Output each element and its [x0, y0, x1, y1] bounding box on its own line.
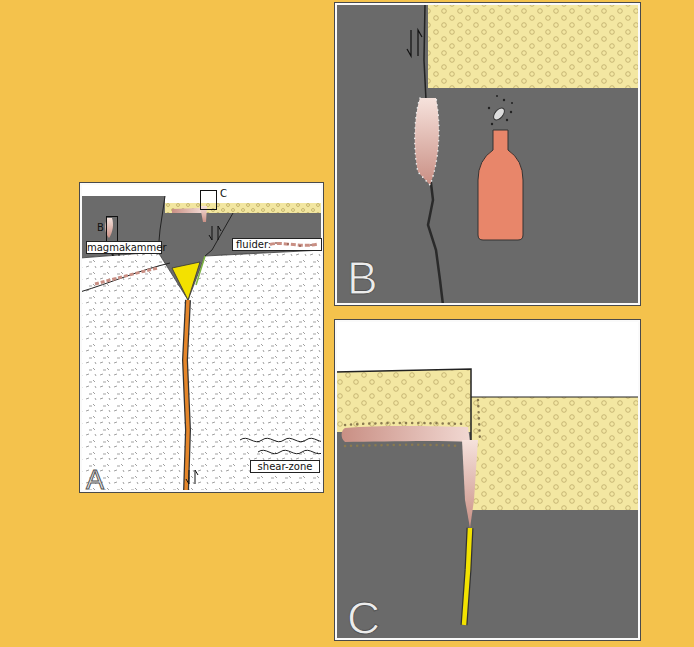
figure-panel: C	[335, 320, 640, 640]
panel-letter: C	[347, 595, 380, 641]
fluid-sill	[342, 426, 470, 442]
sediment-layer	[165, 203, 323, 213]
fault-arrows	[110, 226, 221, 484]
fluid-sample	[270, 243, 318, 245]
fluid-dots	[345, 400, 480, 446]
surface-line	[471, 397, 640, 398]
dike-outline	[185, 300, 188, 492]
legend-label: fluider:	[236, 239, 271, 250]
zoom-letter: B	[97, 223, 104, 233]
panel-a-art	[80, 183, 323, 492]
sandstone-texture	[335, 369, 471, 432]
label-box: magmakammer	[86, 241, 162, 254]
rock	[335, 320, 640, 640]
sky	[80, 183, 323, 492]
bottle	[478, 130, 523, 240]
fluid-sill	[172, 208, 202, 213]
dike	[464, 528, 470, 625]
legend-box: fluider:	[232, 238, 322, 251]
panel-c-art	[335, 320, 640, 640]
figure-panel: B	[335, 3, 640, 305]
dike-outline	[464, 528, 470, 625]
fault-line	[424, 3, 426, 100]
zoom-frame: C	[200, 190, 217, 210]
label-box: shear-zone	[250, 460, 320, 473]
sandstone	[428, 3, 640, 88]
panel-letter: A	[86, 467, 104, 494]
zoom-letter: C	[220, 189, 227, 199]
fault-arrows	[407, 30, 422, 56]
crack	[428, 175, 443, 305]
cork	[491, 106, 506, 122]
zoom-frame: B	[106, 216, 118, 242]
sandstone	[471, 397, 640, 510]
fluid-dots	[415, 98, 439, 185]
fluid-vein	[462, 440, 478, 528]
sandstone	[335, 369, 471, 432]
bubbles	[488, 95, 513, 125]
magma-seam	[196, 256, 205, 285]
magma-wedge	[172, 262, 200, 300]
magma-chamber	[80, 250, 323, 492]
rock	[335, 3, 640, 305]
shear-line	[80, 263, 170, 292]
sediment-texture	[165, 203, 323, 213]
dike	[185, 300, 188, 492]
region-label: shear-zone	[251, 461, 319, 472]
shear-line	[240, 438, 323, 441]
figure-panel: A B Cmagmakammer shear-zone	[80, 183, 323, 492]
panel-letter: B	[347, 255, 378, 301]
region-label: magmakammer	[87, 242, 161, 253]
fault-line	[335, 369, 471, 515]
fluid-sample-dots	[275, 242, 312, 247]
fluid-streak	[95, 268, 158, 284]
sandstone-texture	[471, 397, 640, 510]
panel-b-art	[335, 3, 640, 305]
magma-texture	[80, 250, 323, 492]
fluid-vein	[200, 206, 207, 222]
sandstone-texture	[428, 3, 640, 88]
shear-line	[258, 450, 323, 453]
fault-line	[205, 213, 233, 256]
fluid-blob	[415, 98, 439, 185]
